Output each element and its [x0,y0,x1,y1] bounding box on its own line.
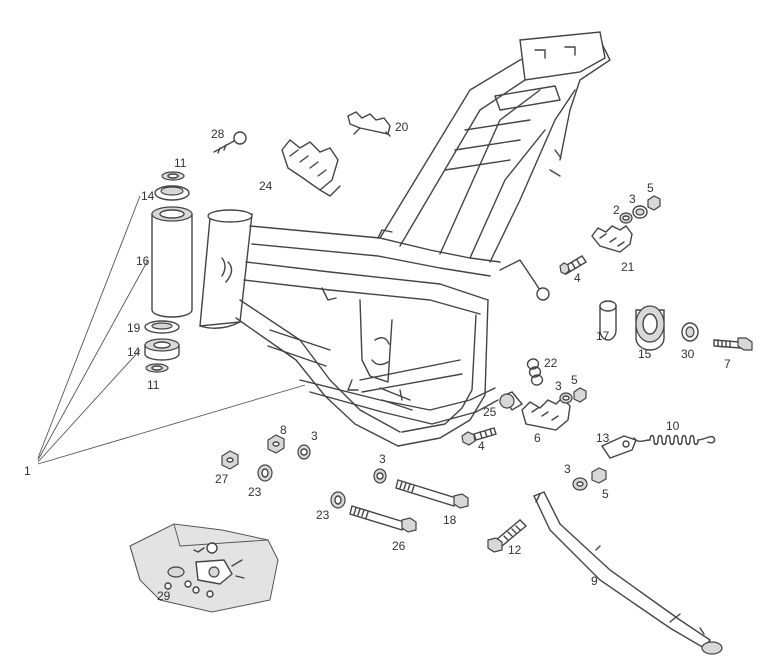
label-23-left: 23 [248,485,262,499]
footpeg-20 [347,111,391,137]
label-20: 20 [395,120,409,134]
label-2: 2 [613,203,620,217]
label-15: 15 [638,347,652,361]
label-11-bottom: 11 [147,378,160,392]
label-13: 13 [596,431,610,445]
label-14-bottom: 14 [127,345,141,359]
label-26: 26 [392,539,406,553]
label-29: 29 [157,589,171,603]
label-24: 24 [259,179,273,193]
label-3-center-left: 3 [311,429,318,443]
label-17: 17 [596,329,610,343]
label-6: 6 [534,431,541,445]
label-3-right-middle: 3 [555,379,562,393]
label-27: 27 [215,472,229,486]
label-14-top: 14 [141,189,155,203]
label-19: 19 [127,321,141,335]
label-22: 22 [544,356,558,370]
label-11-top: 11 [174,156,187,170]
steering-bearings [144,171,193,373]
label-30: 30 [681,347,695,361]
label-25: 25 [483,405,497,419]
toolkit-package [129,523,279,613]
label-3-lower-right: 3 [564,462,571,476]
label-5-upper-right: 5 [647,181,654,195]
leader-lines-1 [37,195,306,465]
label-28: 28 [211,127,225,141]
spring-10-assembly [572,434,716,491]
bolt-26-assembly [330,491,417,533]
footpeg-24 [281,139,341,197]
bolt-4-lower [461,427,497,446]
label-23-center: 23 [316,508,330,522]
label-3-upper-right: 3 [629,192,636,206]
label-12: 12 [508,543,522,557]
main-frame [199,31,611,447]
label-21: 21 [621,260,635,274]
label-5-right-middle: 5 [571,373,578,387]
bolt-12 [487,519,528,553]
label-4-lower: 4 [478,439,485,453]
label-9: 9 [591,574,598,588]
bushing-group [599,300,753,351]
label-3-center: 3 [379,452,386,466]
label-16: 16 [136,254,150,268]
label-10: 10 [666,419,680,433]
label-18: 18 [443,513,457,527]
label-8: 8 [280,423,287,437]
key-part [213,131,247,154]
bolt-18-assembly [373,468,469,509]
label-1: 1 [24,464,31,478]
label-7: 7 [724,357,731,371]
side-stand [533,491,723,655]
label-5-lower-right: 5 [602,487,609,501]
fasteners-center-left [221,434,311,482]
footpeg-6-assembly [499,358,587,431]
label-4-upper: 4 [574,271,581,285]
footpeg-21-assembly [559,195,661,275]
